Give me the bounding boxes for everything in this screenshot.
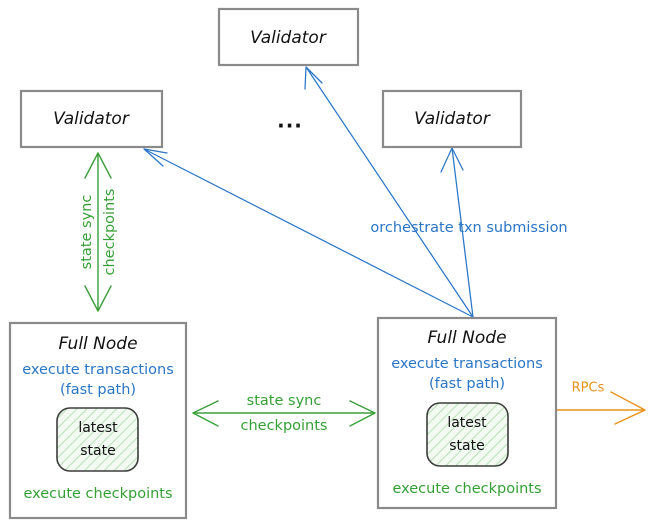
full-node-right-state-line-1: latest xyxy=(447,415,487,431)
edge-orchestrate-txn-submission: orchestrate txn submission xyxy=(143,66,568,318)
edge-rpcs: RPCs xyxy=(557,381,646,425)
validator-right-box[interactable] xyxy=(381,89,523,149)
validator-top[interactable]: Validator xyxy=(217,7,360,67)
horizontal-state-sync-label-line-1: state sync xyxy=(247,393,322,409)
validator-top-box[interactable] xyxy=(217,7,360,67)
arrowhead-right-validator xyxy=(440,147,464,173)
rpcs-label: RPCs xyxy=(572,381,605,396)
full-node-left-latest-state-box[interactable] xyxy=(56,407,139,472)
full-node-right-title: Full Node xyxy=(427,328,506,348)
full-node-left-blue-line-2: (fast path) xyxy=(60,382,136,398)
orchestrate-label: orchestrate txn submission xyxy=(370,220,567,236)
arrowhead-right-full-node xyxy=(349,400,376,427)
edge-vertical-state-sync: state sync checkpoints xyxy=(79,152,118,312)
vertical-state-sync-label-line-1: state sync xyxy=(79,195,95,270)
full-node-right-green-line: execute checkpoints xyxy=(392,481,541,497)
arrowhead-rpcs xyxy=(610,391,646,425)
horizontal-state-sync-label-line-2: checkpoints xyxy=(241,418,328,434)
full-node-left-green-line: execute checkpoints xyxy=(23,486,172,502)
validator-left[interactable]: Validator xyxy=(19,89,164,149)
full-node-left-state-line-2: state xyxy=(80,443,115,459)
validator-ellipsis: ... xyxy=(277,109,303,133)
full-node-right-state-line-2: state xyxy=(449,438,484,454)
arrowhead-left-full-node xyxy=(192,400,219,427)
orchestrate-line-to-left-validator xyxy=(143,148,474,318)
arrowhead-up-validator xyxy=(84,152,112,179)
full-node-right-blue-line-2: (fast path) xyxy=(429,376,505,392)
validator-left-box[interactable] xyxy=(19,89,164,149)
vertical-state-sync-label-line-2: checkpoints xyxy=(102,189,118,276)
full-node-right-blue-line-1: execute transactions xyxy=(391,356,543,372)
full-node-left-state-line-1: latest xyxy=(78,420,118,436)
orchestrate-line-to-right-validator xyxy=(451,147,474,318)
orchestrate-line-to-top-validator xyxy=(305,66,474,318)
edge-horizontal-state-sync: state sync checkpoints xyxy=(192,393,376,434)
arrowhead-left-validator xyxy=(143,148,168,167)
full-node-left-title: Full Node xyxy=(58,334,137,354)
full-node-right[interactable]: Full Node execute transactions (fast pat… xyxy=(376,316,558,510)
validator-top-label: Validator xyxy=(250,28,327,48)
full-node-right-latest-state-box[interactable] xyxy=(426,402,509,467)
arrowhead-down-full-node xyxy=(84,285,112,312)
validator-right[interactable]: Validator xyxy=(381,89,523,149)
arrowhead-top-validator xyxy=(304,66,323,90)
validator-right-label: Validator xyxy=(414,109,491,129)
validator-left-label: Validator xyxy=(53,109,130,129)
full-node-left-blue-line-1: execute transactions xyxy=(22,362,174,378)
full-node-left[interactable]: Full Node execute transactions (fast pat… xyxy=(8,321,188,520)
